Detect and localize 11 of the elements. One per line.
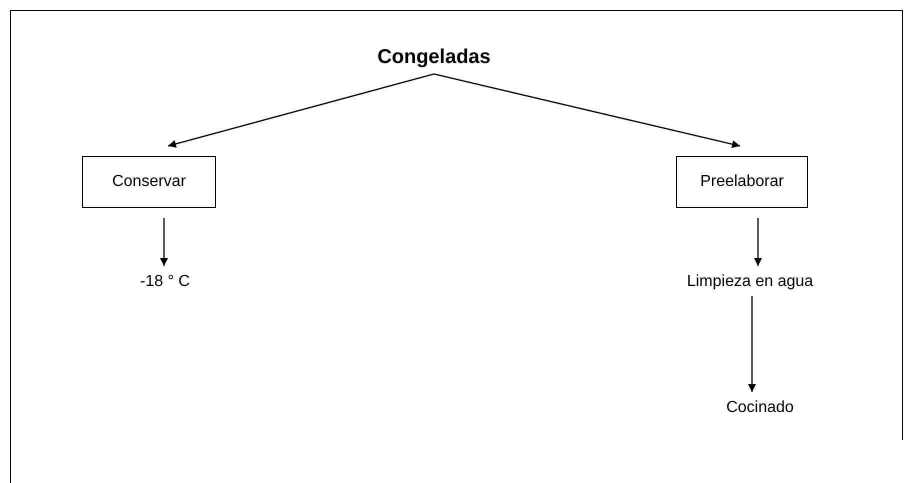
title-text: Congeladas — [374, 42, 494, 72]
process-box: Preelaborar — [676, 156, 808, 208]
node-text: Cocinado — [700, 396, 820, 420]
node-text: -18 ° C — [115, 270, 215, 294]
arrow — [168, 73, 434, 148]
node-text: Limpieza en agua — [650, 270, 850, 294]
arrow — [434, 73, 740, 148]
arrow — [748, 296, 756, 392]
arrow — [754, 218, 762, 266]
arrow — [160, 218, 168, 266]
process-box: Conservar — [82, 156, 216, 208]
